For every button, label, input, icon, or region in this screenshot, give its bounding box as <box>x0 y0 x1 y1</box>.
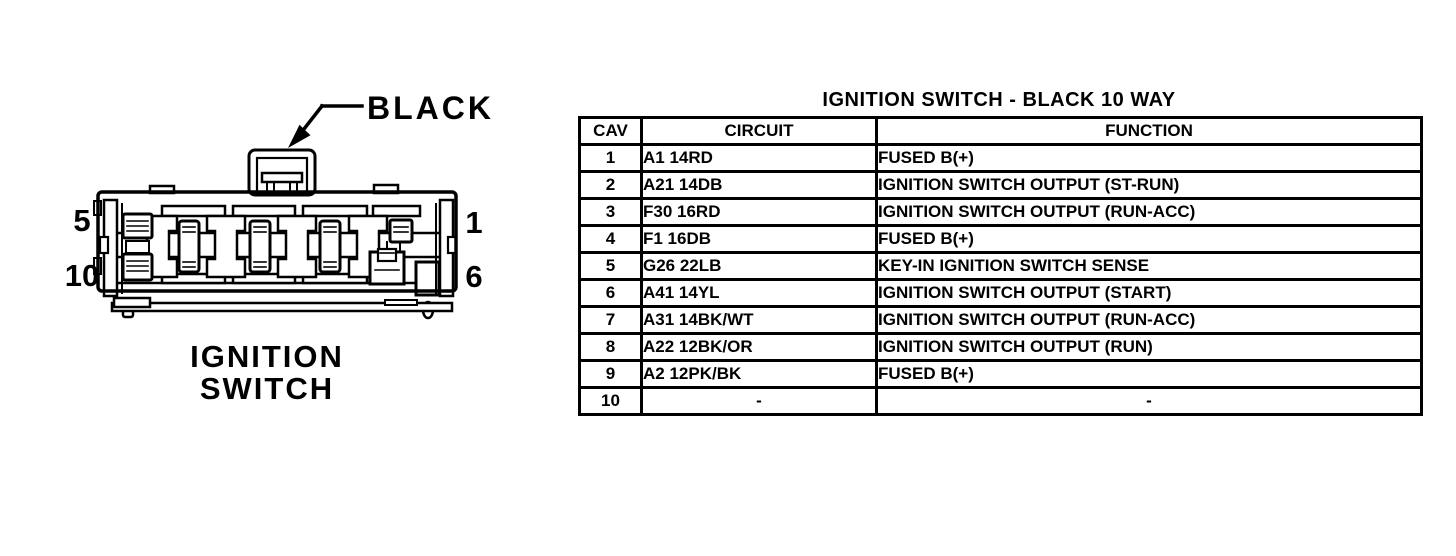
right-end-wall <box>435 198 458 298</box>
ignition-switch-connector-diagram: BLACK 5 10 1 6 IGNITION SWITCH <box>65 90 494 406</box>
top-cavity-bars <box>160 204 422 218</box>
connector-color-label: BLACK <box>367 90 494 126</box>
cav-cell: 2 <box>578 170 643 200</box>
header-function: FUNCTION <box>875 116 1423 146</box>
function-cell: FUSED B(+) <box>875 224 1423 254</box>
table-title: IGNITION SWITCH - BLACK 10 WAY <box>822 89 1176 111</box>
circuit-cell: A21 14DB <box>640 170 878 200</box>
cav-cell: 3 <box>578 197 643 227</box>
pin-label-10: 10 <box>65 258 99 293</box>
cav-cell: 5 <box>578 251 643 281</box>
function-cell: - <box>875 386 1423 416</box>
cav-cell: 10 <box>578 386 643 416</box>
circuit-cell: A22 12BK/OR <box>640 332 878 362</box>
function-cell: IGNITION SWITCH OUTPUT (RUN) <box>875 332 1423 362</box>
function-cell: FUSED B(+) <box>875 359 1423 389</box>
header-circuit: CIRCUIT <box>640 116 878 146</box>
table-row: 10-- <box>578 386 1423 416</box>
right-terminals <box>368 218 441 297</box>
function-cell: IGNITION SWITCH OUTPUT (RUN-ACC) <box>875 197 1423 227</box>
pin-label-6: 6 <box>465 259 482 294</box>
diagram-caption-line2: SWITCH <box>200 371 334 406</box>
diagram-caption-line1: IGNITION <box>190 339 344 374</box>
circuit-cell: F1 16DB <box>640 224 878 254</box>
circuit-cell: A31 14BK/WT <box>640 305 878 335</box>
cav-cell: 4 <box>578 224 643 254</box>
cav-cell: 9 <box>578 359 643 389</box>
circuit-cell: A2 12PK/BK <box>640 359 878 389</box>
function-cell: FUSED B(+) <box>875 143 1423 173</box>
circuit-cell: A1 14RD <box>640 143 878 173</box>
table-header-row: CAV CIRCUIT FUNCTION <box>578 116 1423 146</box>
cav-cell: 8 <box>578 332 643 362</box>
pin-label-1: 1 <box>465 205 482 240</box>
cav-cell: 7 <box>578 305 643 335</box>
cav-cell: 6 <box>578 278 643 308</box>
function-cell: IGNITION SWITCH OUTPUT (ST-RUN) <box>875 170 1423 200</box>
header-cav: CAV <box>578 116 643 146</box>
function-cell: IGNITION SWITCH OUTPUT (START) <box>875 278 1423 308</box>
function-cell: IGNITION SWITCH OUTPUT (RUN-ACC) <box>875 305 1423 335</box>
cavity-pillars <box>137 214 389 279</box>
circuit-cell: G26 22LB <box>640 251 878 281</box>
pinout-section: IGNITION SWITCH - BLACK 10 WAY CAV CIRCU… <box>578 88 1423 416</box>
bottom-cavity-bars <box>160 272 369 285</box>
function-cell: KEY-IN IGNITION SWITCH SENSE <box>875 251 1423 281</box>
circuit-cell: - <box>640 386 878 416</box>
pin-label-5: 5 <box>73 203 90 238</box>
terminal-slots <box>177 219 342 274</box>
black-label-arrow <box>288 103 364 148</box>
connector-flange <box>110 296 454 320</box>
cav-cell: 1 <box>578 143 643 173</box>
circuit-cell: A41 14YL <box>640 278 878 308</box>
circuit-cell: F30 16RD <box>640 197 878 227</box>
connector-latch <box>247 148 317 197</box>
connector-body-outline <box>96 190 458 293</box>
left-terminals <box>121 212 154 282</box>
